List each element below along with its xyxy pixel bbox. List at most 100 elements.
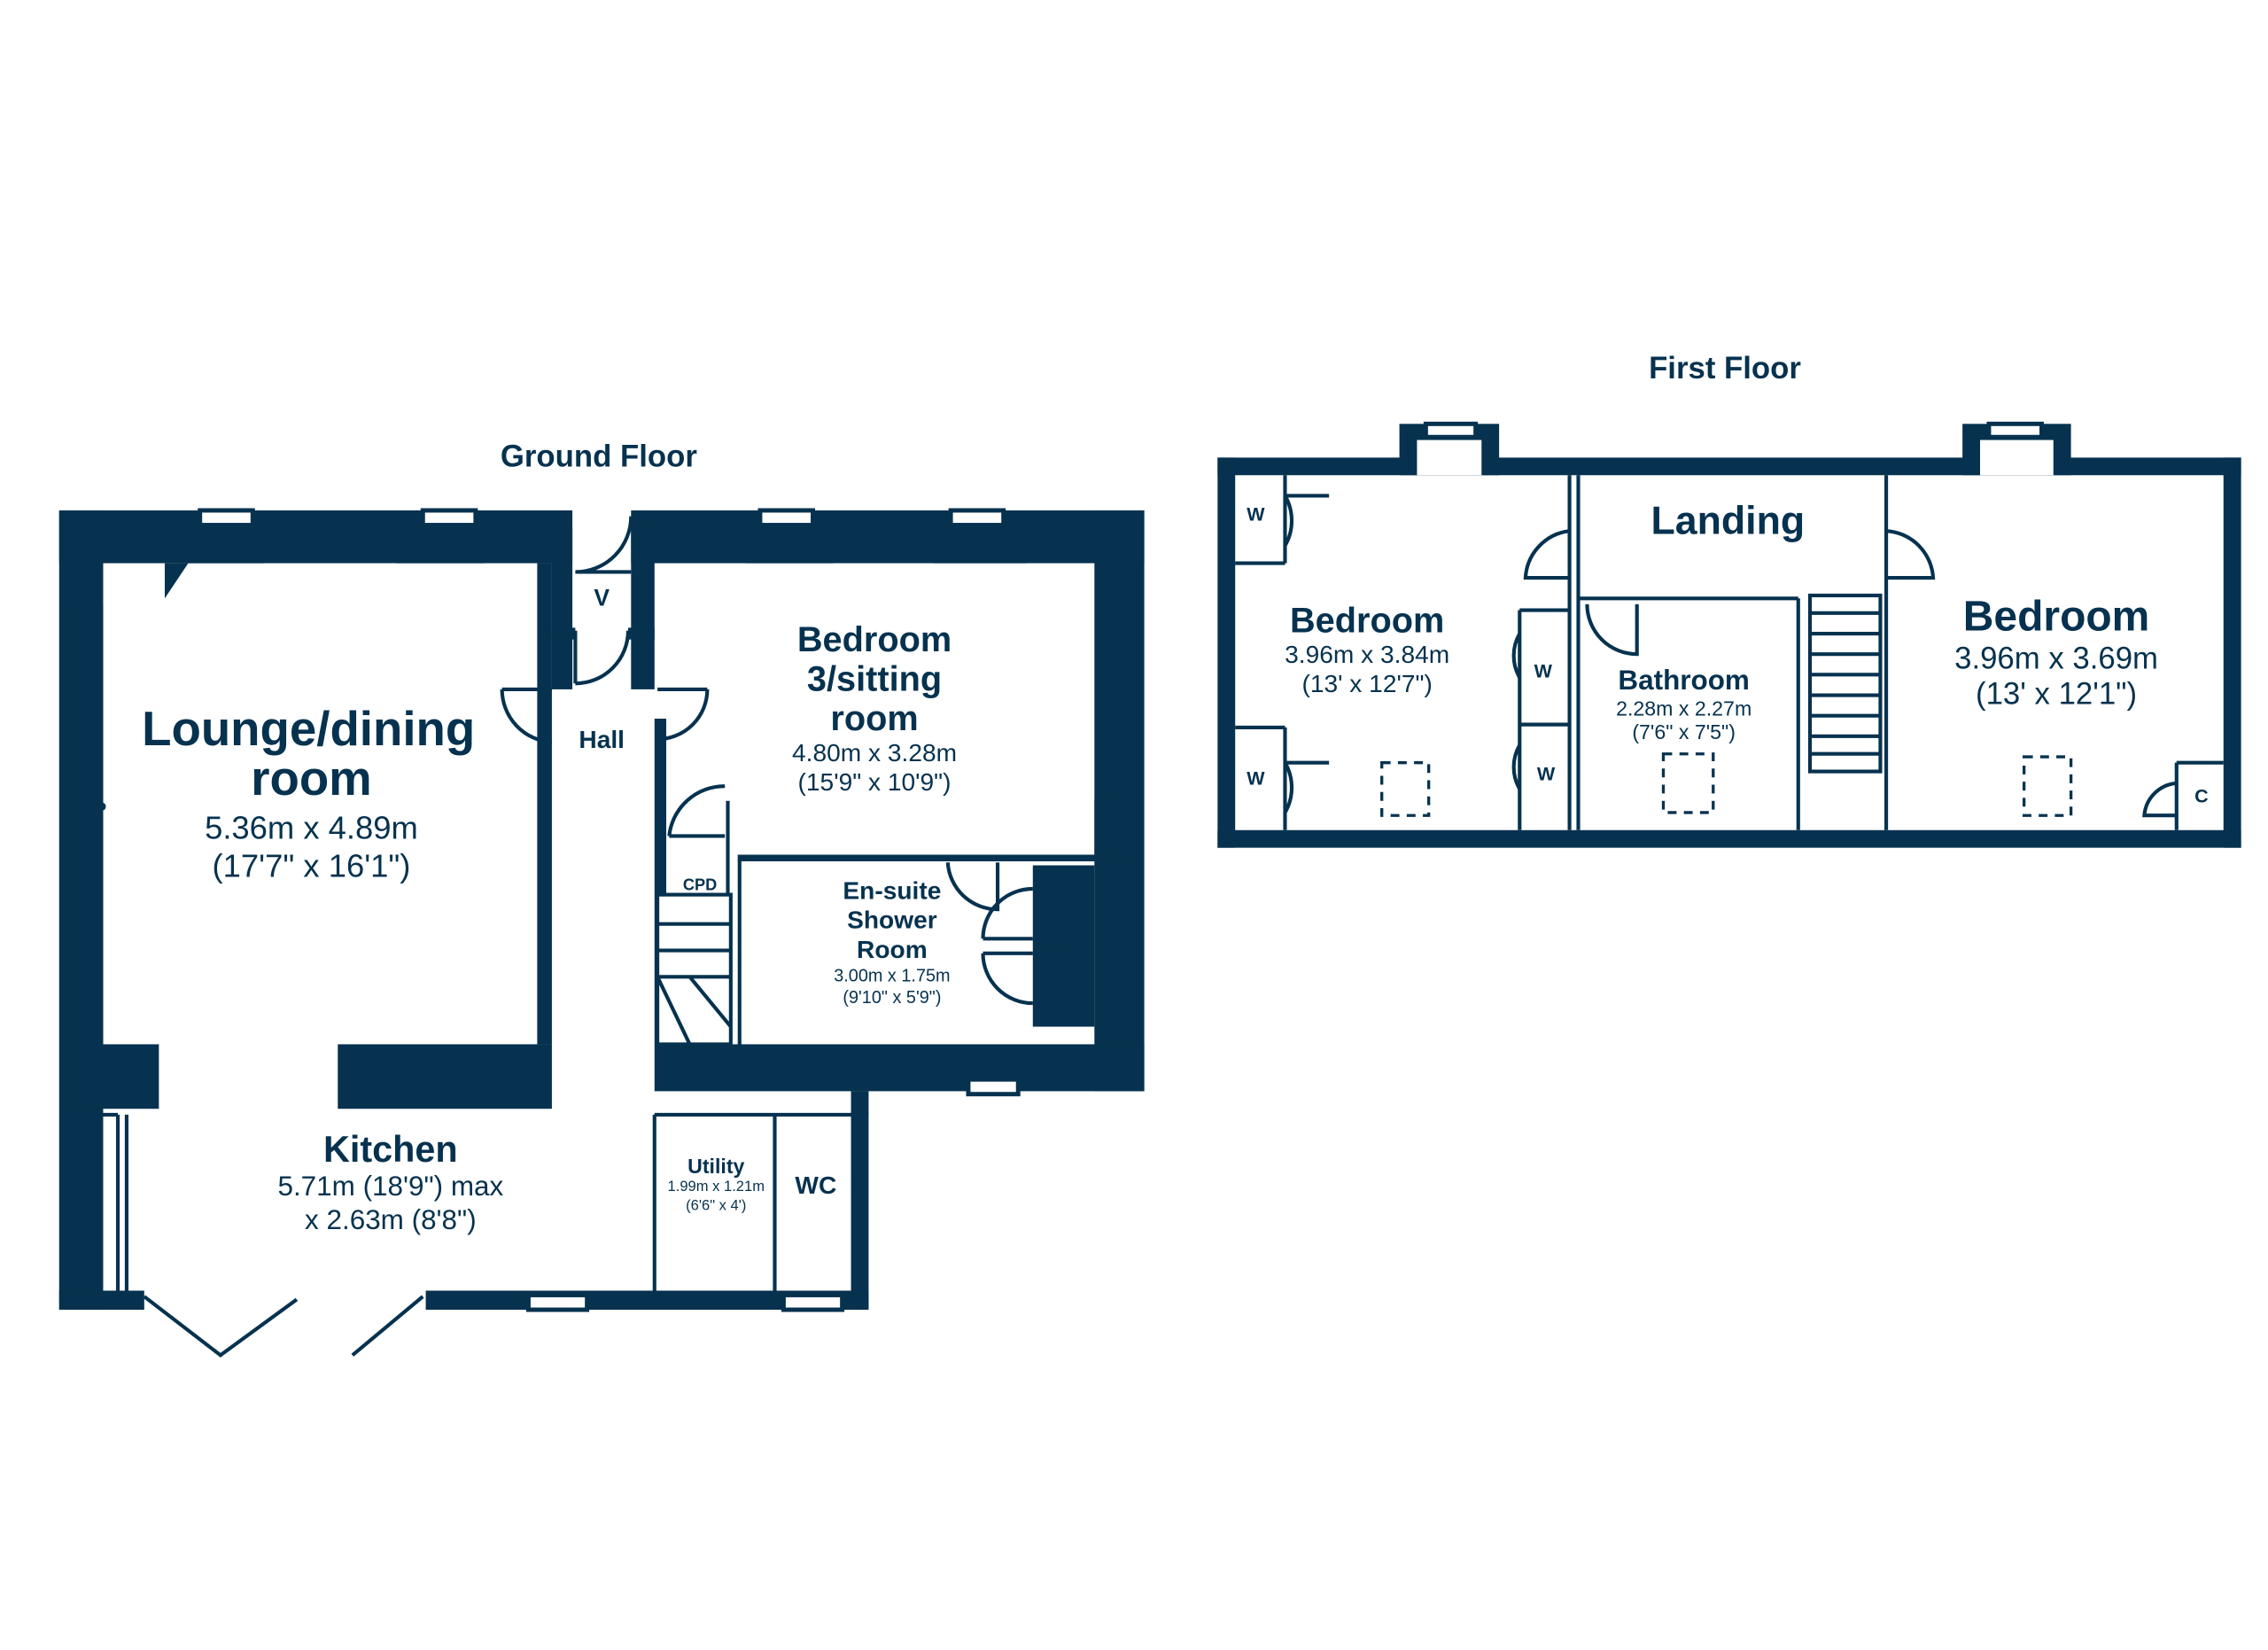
window xyxy=(781,1292,845,1312)
en-suite-shower-room: En-suite Shower Room 3.00m x 1.75m (9'10… xyxy=(834,877,950,1008)
door xyxy=(667,784,726,838)
wall xyxy=(58,510,573,564)
wall xyxy=(76,1044,159,1109)
door xyxy=(945,862,1000,912)
skylight xyxy=(1380,761,1431,817)
door xyxy=(1585,603,1639,657)
wall xyxy=(1217,457,2241,476)
corner xyxy=(164,563,189,599)
wall xyxy=(58,1290,144,1311)
room-dimensions-metric: 5.36m x 4.89m xyxy=(205,810,418,846)
vestibule-label: V xyxy=(594,585,610,611)
room-dimensions-metric: 2.28m x 2.27m xyxy=(1616,697,1751,720)
stair-tread xyxy=(687,975,733,1028)
cupboard-label: CPD xyxy=(1048,940,1082,958)
skylight xyxy=(1661,752,1715,814)
door xyxy=(1283,760,1330,813)
door xyxy=(1511,743,1522,790)
window xyxy=(966,1077,1021,1097)
french-door xyxy=(351,1295,424,1357)
bedroom-3-sitting-room: Bedroom 3/sitting room 4.80m x 3.28m (15… xyxy=(792,620,957,796)
fireplace-label: FP xyxy=(82,798,106,820)
room-name: Shower xyxy=(847,907,937,934)
door xyxy=(657,687,710,742)
room-dimensions-line2: x 2.63m (8'8") xyxy=(305,1204,477,1235)
room-dimensions-imperial: (17'7" x 16'1") xyxy=(213,848,411,884)
bedroom-left: Bedroom 3.96m x 3.84m (13' x 12'7") xyxy=(1285,601,1449,697)
wall xyxy=(338,1044,552,1109)
door xyxy=(1511,632,1522,679)
wall xyxy=(1094,799,1127,859)
fireplace-breast xyxy=(76,603,104,1045)
wall xyxy=(631,527,655,689)
window xyxy=(525,1292,590,1312)
landing-label: Landing xyxy=(1651,499,1805,542)
room-dimensions-imperial: (15'9" x 10'9") xyxy=(798,768,951,796)
room-name: 3/sitting xyxy=(807,660,942,699)
wardrobe-label: W xyxy=(1247,767,1265,789)
room-name: Room xyxy=(857,936,928,963)
cupboard-label: C xyxy=(2194,785,2209,806)
ground-floor-title: Ground Floor xyxy=(501,440,697,473)
window xyxy=(1423,421,1479,440)
utility-room: Utility 1.99m x 1.21m (6'6" x 4') xyxy=(668,1155,765,1213)
room-dimensions-metric: 1.99m x 1.21m xyxy=(668,1178,765,1195)
door xyxy=(1885,529,1936,580)
ground-floor: Ground Floor xyxy=(58,440,1145,1358)
room-dimensions-imperial: (13' x 12'7") xyxy=(1301,670,1432,697)
wall xyxy=(2223,457,2241,848)
room-dimensions-metric: 4.80m x 3.28m xyxy=(792,739,957,767)
bay xyxy=(933,527,1028,564)
wall xyxy=(1217,829,2241,848)
lounge-dining-room: Lounge/dining room 5.36m x 4.89m (17'7" … xyxy=(142,702,475,884)
room-name: room xyxy=(251,751,372,806)
bathroom: Bathroom 2.28m x 2.27m (7'6" x 7'5") xyxy=(1616,665,1751,743)
room-dimensions-imperial: (13' x 12'1") xyxy=(1976,677,2137,711)
first-floor-title: First Floor xyxy=(1649,352,1801,385)
bay xyxy=(396,527,485,564)
stair-tread xyxy=(656,976,692,1046)
room-name: Kitchen xyxy=(323,1129,458,1170)
door xyxy=(2142,781,2178,818)
room-dimensions-imperial: (7'6" x 7'5") xyxy=(1632,720,1736,743)
room-dimensions-line1: 5.71m (18'9") max xyxy=(277,1171,503,1202)
kitchen: Kitchen 5.71m (18'9") max x 2.63m (8'8") xyxy=(277,1129,503,1235)
stairs xyxy=(656,892,733,1047)
room-dimensions-metric: 3.00m x 1.75m xyxy=(834,966,950,985)
door xyxy=(500,687,553,744)
french-door xyxy=(143,1295,299,1358)
room-dimensions-metric: 3.96m x 3.84m xyxy=(1285,641,1449,668)
dormer-opening xyxy=(1979,440,2054,476)
room-name: Bedroom xyxy=(797,620,951,659)
room-name: Lounge/dining xyxy=(142,702,475,756)
door xyxy=(1523,529,1570,580)
door xyxy=(1283,494,1330,547)
door xyxy=(573,630,631,686)
window xyxy=(757,508,816,528)
room-name: Bathroom xyxy=(1618,665,1749,696)
wall xyxy=(631,510,1145,564)
room-dimensions-imperial: (6'6" x 4') xyxy=(686,1196,746,1213)
wardrobe-label: W xyxy=(1247,504,1265,525)
first-floor: First Floor xyxy=(1217,352,2241,848)
hall-label: Hall xyxy=(579,726,625,753)
window xyxy=(1986,421,2044,440)
dormer-opening xyxy=(1417,440,1482,476)
bay xyxy=(179,527,265,564)
room-name: Utility xyxy=(687,1155,744,1178)
wall xyxy=(1217,457,1236,848)
skylight xyxy=(2022,755,2073,817)
wardrobe-label: W xyxy=(1537,764,1556,785)
door xyxy=(575,516,633,574)
room-name: Bedroom xyxy=(1963,594,2150,641)
wall xyxy=(551,627,576,640)
wardrobe-label: W xyxy=(1534,661,1553,682)
window xyxy=(420,508,478,528)
room-name: Bedroom xyxy=(1290,601,1444,640)
wall xyxy=(537,563,552,1045)
room-name: En-suite xyxy=(843,877,941,905)
wall xyxy=(850,1091,869,1311)
bedroom-right: Bedroom 3.96m x 3.69m (13' x 12'1") xyxy=(1954,594,2158,712)
room-name: room xyxy=(830,699,918,738)
